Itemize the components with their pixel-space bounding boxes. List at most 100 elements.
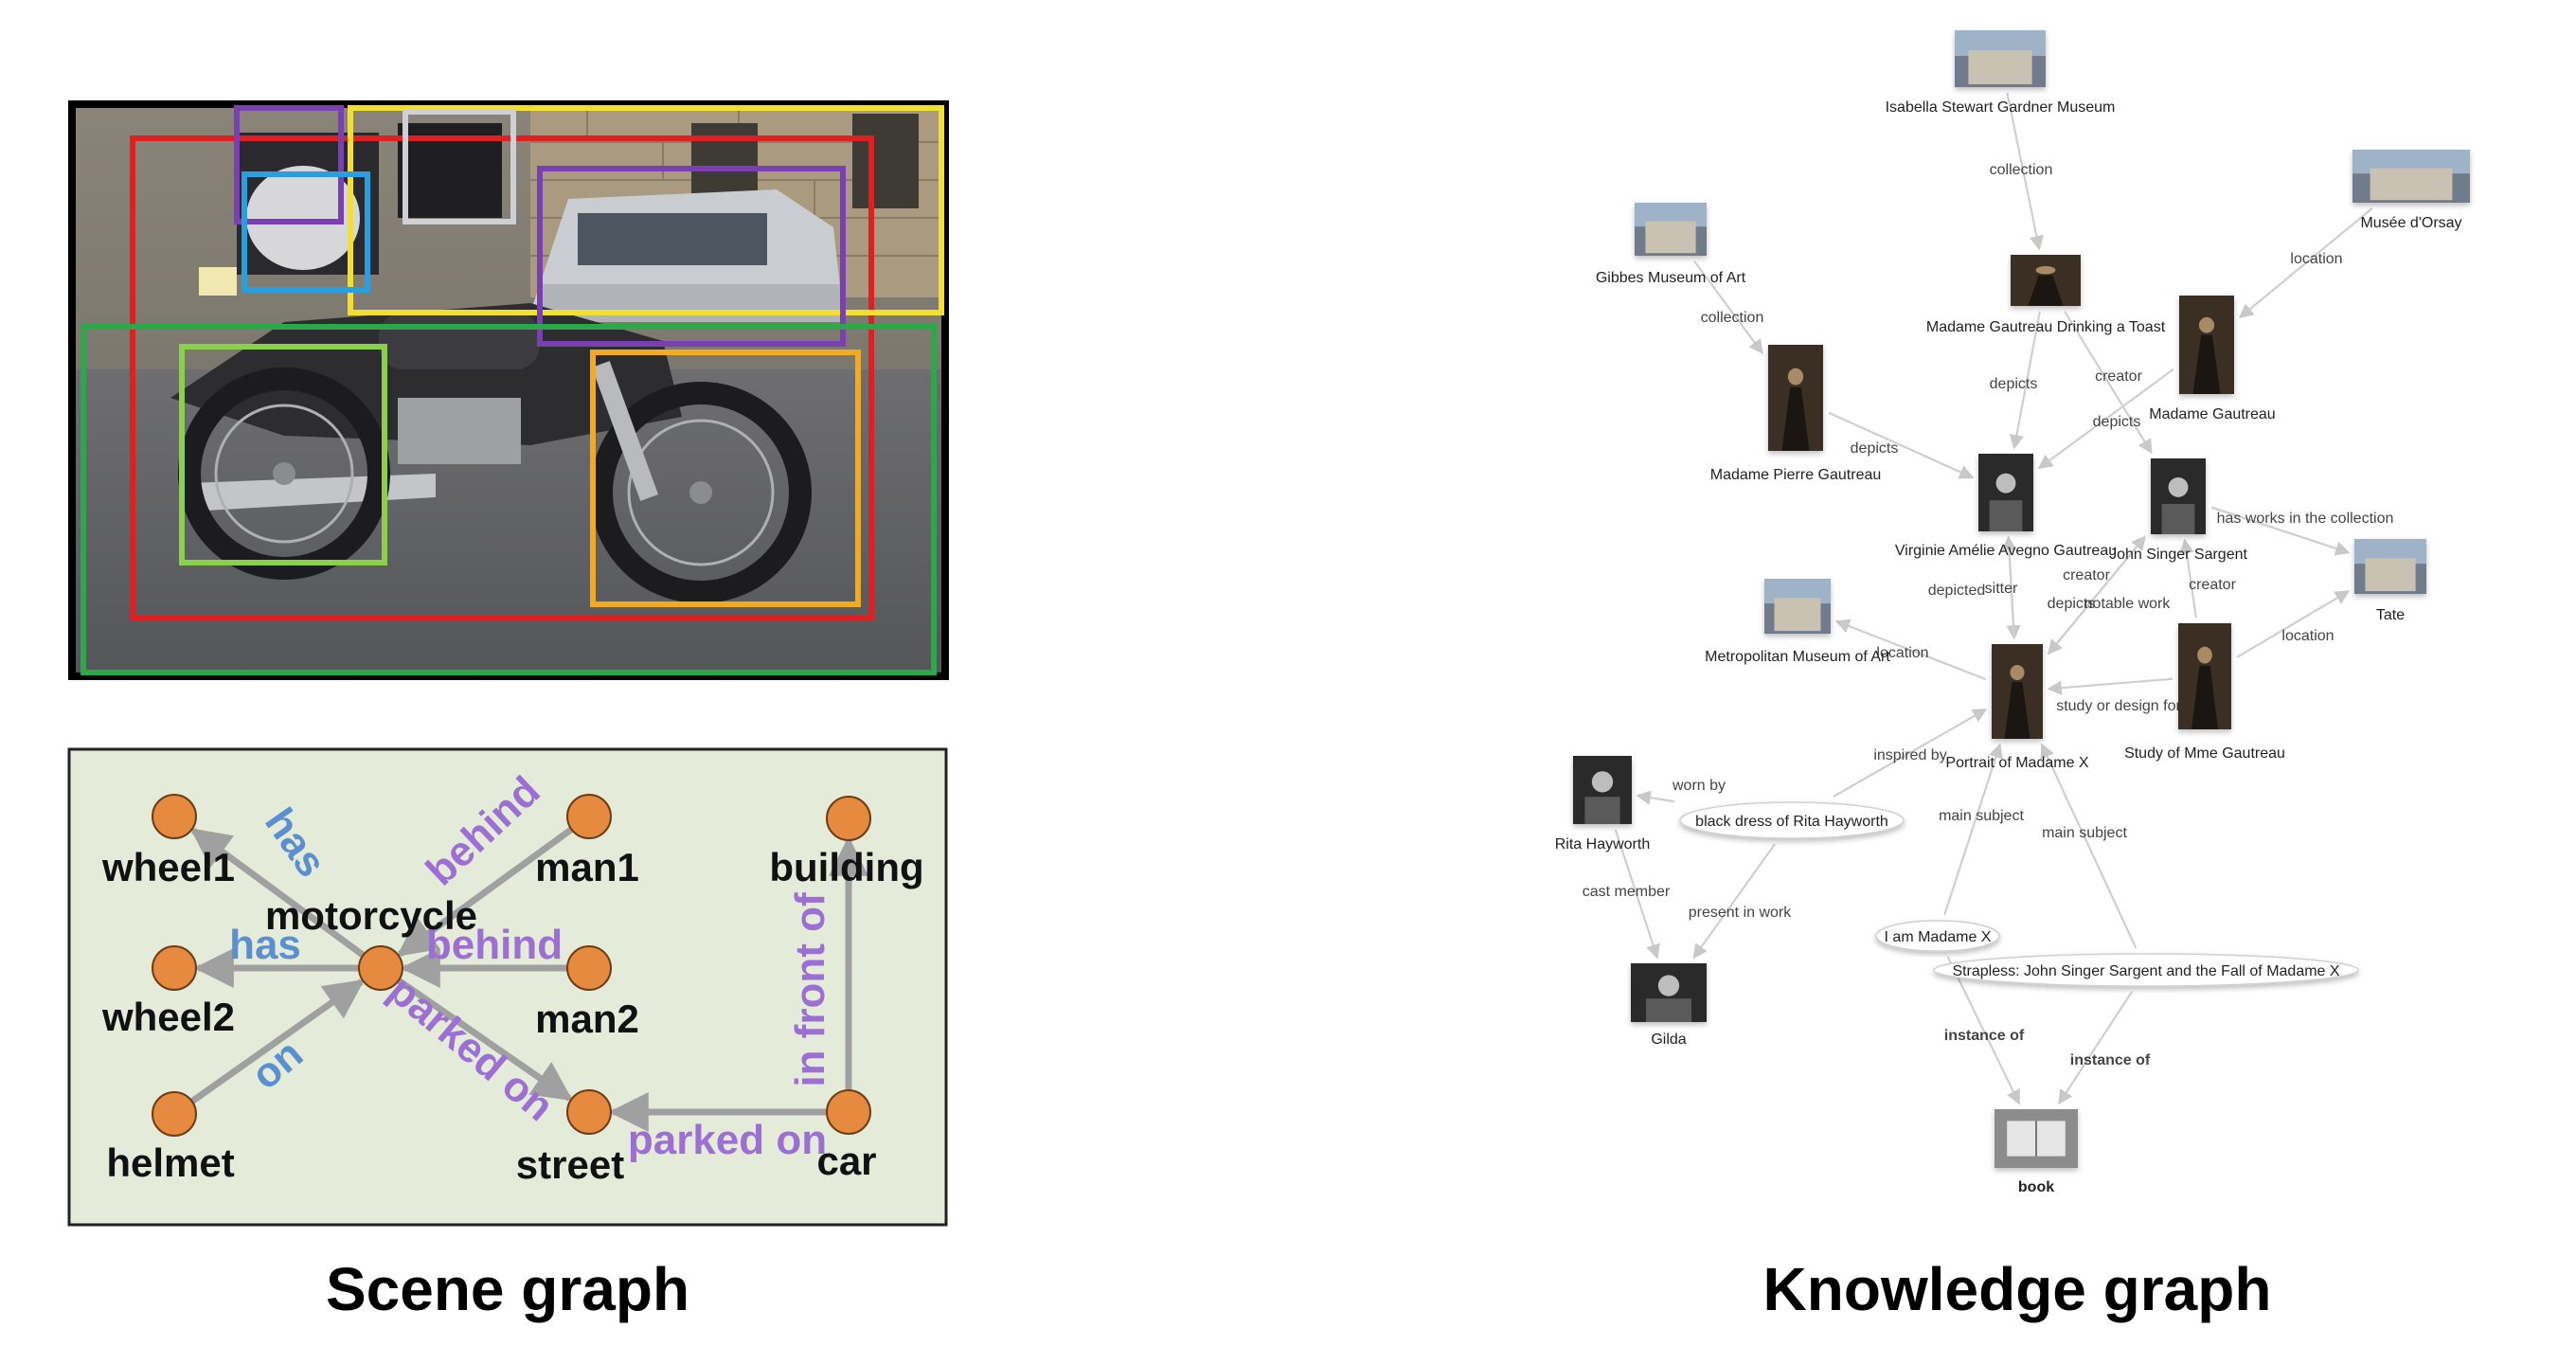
kg-edge-label: has works in the collection — [2217, 511, 2394, 527]
kg-edge-label: location — [1876, 645, 1928, 661]
kg-edge-label: depicts — [2093, 414, 2141, 430]
kg-edge-label: cast member — [1583, 884, 1671, 900]
kg-edge-label: depicts — [2048, 596, 2096, 612]
kg-edge-label: main subject — [2042, 825, 2127, 841]
kg-node-label-orsay: Musée d'Orsay — [2360, 215, 2461, 231]
kg-edge-label: main subject — [1939, 808, 2024, 824]
kg-edge-label: worn by — [1672, 778, 1726, 794]
kg-edge-toast-sargent — [2064, 311, 2153, 455]
sg-node-label-helmet: helmet — [106, 1140, 234, 1185]
kg-edge-label: sitter — [1985, 581, 2018, 597]
kg-node-label-study: Study of Mme Gautreau — [2124, 745, 2285, 762]
kg-edge-mgautreau-virginie — [2037, 368, 2174, 470]
scene-graph-caption: Scene graph — [326, 1255, 689, 1323]
kg-node-label-book: book — [2018, 1179, 2054, 1195]
painting-icon — [2178, 623, 2231, 729]
kg-literal-strapless — [1933, 953, 2359, 987]
kg-edge-dress-gilda — [1692, 843, 1777, 960]
sg-node-label-motorcycle: motorcycle — [265, 893, 477, 938]
kg-node-label-virginie: Virginie Amélie Avegno Gautreau — [1895, 543, 2117, 559]
kg-literal-dress — [1679, 801, 1905, 839]
sg-node-label-wheel2: wheel2 — [101, 995, 235, 1039]
sg-edge-motorcycle-wheel1 — [189, 827, 366, 959]
sg-edge-helmet-motorcycle — [189, 978, 366, 1104]
painting-icon — [1768, 345, 1823, 451]
sg-node-label-man1: man1 — [535, 845, 639, 889]
sg-node-man2 — [566, 945, 612, 991]
kg-node-label-toast: Madame Gautreau Drinking a Toast — [1926, 319, 2166, 335]
sg-node-label-street: street — [516, 1142, 624, 1187]
painting-icon — [2011, 255, 2081, 306]
kg-edge-label: collection — [1990, 162, 2053, 178]
kg-edge-dress-rita — [1636, 790, 1675, 805]
kg-edge-label: instance of — [2070, 1052, 2151, 1068]
building-icon — [2352, 150, 2470, 203]
kg-node-label-tate: Tate — [2376, 607, 2405, 623]
car-shape — [530, 189, 843, 322]
kg-edge-label: creator — [2095, 368, 2142, 385]
kg-edge-pierre-virginie — [1828, 411, 1975, 479]
photo-icon — [1631, 963, 1707, 1022]
knowledge-graph-caption: Knowledge graph — [1763, 1255, 2272, 1323]
kg-edge-label: notable work — [2084, 596, 2172, 612]
sg-node-label-building: building — [769, 845, 923, 889]
sg-node-wheel1 — [152, 794, 197, 839]
kg-edge-label: creator — [2063, 567, 2110, 583]
sg-edge-label: in front of — [787, 892, 833, 1087]
kg-node-label-strapless: Strapless: John Singer Sargent and the F… — [1952, 963, 2339, 979]
book-icon — [1995, 1109, 2078, 1168]
kg-edge-sargent-tate — [2210, 506, 2351, 556]
kg-edge-label: study or design for — [2056, 698, 2181, 714]
kg-edge-label: location — [2281, 628, 2334, 644]
sg-edge-label: parked on — [628, 1117, 827, 1163]
kg-node-label-gibbes: Gibbes Museum of Art — [1596, 270, 1746, 286]
kg-edge-strapless-book — [2058, 991, 2133, 1105]
kg-edge-iam-madamex — [1943, 743, 2003, 916]
kg-literal-iam — [1875, 920, 2000, 952]
kg-edge-label: location — [2290, 251, 2342, 267]
kg-node-label-madamex: Portrait of Madame X — [1945, 755, 2089, 771]
kg-node-label-gilda: Gilda — [1651, 1032, 1686, 1048]
scene-photo — [68, 100, 949, 680]
building-icon — [1764, 579, 1831, 634]
kg-edge-label: depicts — [1990, 376, 2038, 392]
sg-node-man1 — [566, 794, 612, 839]
building-icon — [2354, 539, 2426, 594]
kg-edge-sargent-madamex — [2048, 535, 2146, 655]
kg-edge-label: creator — [2189, 577, 2236, 593]
painting-icon — [2179, 296, 2234, 394]
kg-edge-dress-madamex — [1833, 708, 1988, 798]
sg-node-label-car: car — [816, 1139, 876, 1183]
rider-shape — [237, 123, 502, 275]
kg-edge-label: instance of — [1944, 1028, 2025, 1044]
painting-icon — [1992, 644, 2043, 739]
kg-edge-study-madamex — [2047, 677, 2174, 695]
sg-node-helmet — [152, 1091, 197, 1137]
photo-icon — [1978, 454, 2033, 531]
kg-node-label-mgautreau: Madame Gautreau — [2149, 406, 2275, 422]
bounding-boxes — [80, 105, 944, 675]
sg-node-wheel2 — [152, 945, 197, 991]
kg-node-label-pierre: Madame Pierre Gautreau — [1710, 467, 1882, 483]
sg-edge-motorcycle-street — [396, 978, 573, 1102]
kg-edge-label: depicted — [1928, 583, 1986, 599]
sg-node-building — [826, 796, 871, 841]
kg-edge-isabella-toast — [2006, 92, 2044, 251]
sg-node-label-wheel1: wheel1 — [101, 845, 235, 889]
kg-edge-label: present in work — [1689, 905, 1792, 921]
kg-edge-iam-book — [1946, 956, 2021, 1105]
building-icon — [1635, 203, 1707, 256]
kg-edge-gibbes-pierre — [1693, 260, 1763, 355]
kg-edge-rita-gilda — [1614, 829, 1660, 960]
kg-edge-label: inspired by — [1873, 747, 1946, 763]
kg-node-label-sargent: John Singer Sargent — [2109, 547, 2247, 563]
kg-edge-madamex-met — [1834, 619, 1987, 681]
sg-node-car — [826, 1089, 871, 1135]
sg-edge-label: behind — [426, 922, 563, 968]
motorcycle-shape — [170, 267, 812, 603]
kg-edge-study-tate — [2236, 590, 2351, 658]
kg-edge-label: depicts — [1851, 440, 1899, 457]
